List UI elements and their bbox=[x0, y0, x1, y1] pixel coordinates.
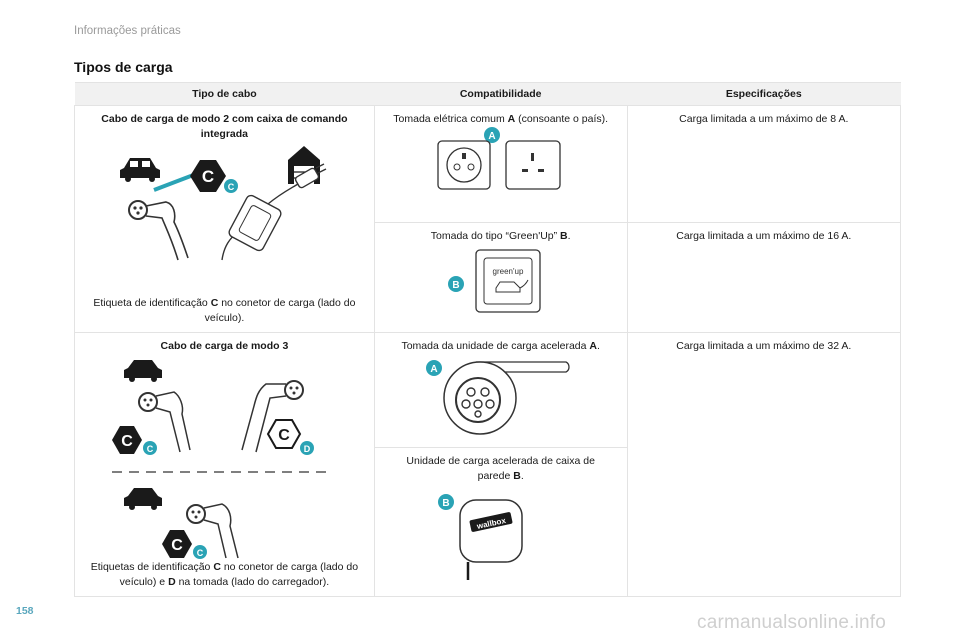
callout-d-circle: D bbox=[300, 441, 315, 455]
wallbox-icon: wallbox bbox=[458, 499, 523, 581]
mode3-caption: Etiquetas de identificação C no conetor … bbox=[90, 561, 359, 588]
page-number: 158 bbox=[16, 605, 34, 617]
french-socket-icon bbox=[437, 140, 491, 190]
charging-types-table: Tipo de cabo Compatibilidade Especificaç… bbox=[74, 82, 902, 597]
callout-c-circle: C bbox=[143, 441, 158, 455]
section-title: Tipos de carga bbox=[74, 59, 173, 75]
spec-cell-8a: Carga limitada a um máximo de 8 A. bbox=[626, 104, 902, 224]
spec-16a: Carga limitada a um máximo de 16 A. bbox=[676, 230, 852, 243]
svg-text:B: B bbox=[452, 280, 459, 291]
rapid-charge-socket-illustration: A bbox=[425, 360, 570, 435]
callout-a-circle: A bbox=[483, 127, 500, 143]
mode2-cable-illustration: C C bbox=[120, 146, 327, 261]
compat-text-wallbox: Unidade de carga acelerada de caixa de p… bbox=[406, 455, 595, 483]
header-specifications: Especificações bbox=[627, 82, 901, 106]
spec-cell-16a: Carga limitada a um máximo de 16 A. bbox=[626, 222, 902, 333]
id-label-c-badge: C bbox=[162, 530, 193, 558]
household-plug-icon bbox=[267, 163, 327, 205]
svg-text:D: D bbox=[304, 444, 311, 454]
compat-text-socket-a: Tomada elétrica comum A (consoante o paí… bbox=[393, 113, 609, 125]
svg-text:C: C bbox=[122, 433, 134, 450]
mode2-title: Cabo de carga de modo 2 com caixa de com… bbox=[101, 113, 348, 140]
svg-text:C: C bbox=[197, 548, 204, 558]
car-icon bbox=[120, 158, 161, 182]
wallbox-illustration: B wallbox bbox=[437, 494, 523, 581]
greenup-socket-icon: green'up bbox=[475, 249, 541, 313]
table-header-row: Tipo de cabo Compatibilidade Especificaç… bbox=[74, 82, 901, 106]
type2-socket-icon bbox=[442, 361, 570, 435]
svg-text:C: C bbox=[172, 537, 184, 554]
compat-cell-socket-a: Tomada elétrica comum A (consoante o paí… bbox=[373, 104, 628, 224]
table-row: Unidade de carga acelerada de caixa de p… bbox=[75, 447, 901, 597]
svg-text:green'up: green'up bbox=[492, 267, 523, 276]
greenup-socket-illustration: B green'up bbox=[447, 249, 541, 313]
svg-text:B: B bbox=[442, 498, 449, 509]
control-box-icon bbox=[221, 194, 282, 261]
id-label-c-badge: C bbox=[190, 160, 227, 192]
type2-connector-charger-icon bbox=[241, 380, 305, 453]
svg-text:C: C bbox=[202, 167, 214, 186]
header-compatibility: Compatibilidade bbox=[374, 82, 628, 106]
mode3-cable-cell: Cabo de carga de modo 3 bbox=[74, 332, 375, 597]
svg-text:A: A bbox=[488, 131, 495, 142]
callout-b-circle: B bbox=[447, 276, 464, 293]
car-icon bbox=[124, 488, 163, 510]
car-icon bbox=[124, 360, 163, 382]
id-label-c-outline-badge: C bbox=[267, 419, 302, 449]
vehicle-connector-icon bbox=[128, 200, 190, 261]
spec-32a: Carga limitada a um máximo de 32 A. bbox=[676, 340, 852, 352]
compat-cell-greenup: Tomada do tipo “Green'Up” B. B green'up bbox=[373, 222, 628, 333]
id-label-c-badge: C bbox=[112, 426, 143, 454]
callout-b-circle: B bbox=[437, 494, 454, 511]
running-header: Informações práticas bbox=[74, 25, 181, 37]
callout-c-circle: C bbox=[193, 545, 208, 559]
compat-cell-rapid-socket: Tomada da unidade de carga acelerada A. … bbox=[373, 331, 628, 449]
mode2-caption: Etiqueta de identificação C no conetor d… bbox=[93, 297, 356, 324]
table-row: Cabo de carga de modo 3 bbox=[74, 331, 902, 597]
svg-text:A: A bbox=[430, 364, 437, 375]
watermark: carmanualsonline.info bbox=[697, 612, 887, 633]
table-row: Cabo de carga de modo 2 com caixa de com… bbox=[74, 104, 902, 333]
spec-8a: Carga limitada a um máximo de 8 A. bbox=[679, 113, 849, 125]
type2-connector-vehicle-icon bbox=[138, 391, 192, 453]
svg-text:C: C bbox=[228, 182, 235, 192]
svg-text:C: C bbox=[147, 444, 154, 454]
svg-text:C: C bbox=[279, 427, 291, 444]
mode3-title: Cabo de carga de modo 3 bbox=[160, 340, 289, 352]
type2-connector-tethered-icon bbox=[186, 503, 240, 559]
compat-cell-wallbox: Unidade de carga acelerada de caixa de p… bbox=[373, 447, 628, 597]
compat-text-rapid-socket: Tomada da unidade de carga acelerada A. bbox=[401, 340, 600, 352]
uk-socket-icon bbox=[505, 140, 561, 190]
domestic-socket-illustration: A bbox=[437, 127, 561, 190]
spec-cell-32a: Carga limitada a um máximo de 32 A. bbox=[626, 332, 902, 597]
mode2-cable-cell: Cabo de carga de modo 2 com caixa de com… bbox=[74, 105, 375, 333]
mode3-cable-illustration: C C C D bbox=[112, 360, 331, 559]
header-cable-type: Tipo de cabo bbox=[74, 82, 375, 106]
table-row: Tomada do tipo “Green'Up” B. B green'up … bbox=[75, 222, 902, 333]
callout-c-circle: C bbox=[224, 179, 239, 193]
callout-a-circle: A bbox=[425, 360, 442, 376]
compat-text-greenup: Tomada do tipo “Green'Up” B. bbox=[430, 230, 571, 243]
